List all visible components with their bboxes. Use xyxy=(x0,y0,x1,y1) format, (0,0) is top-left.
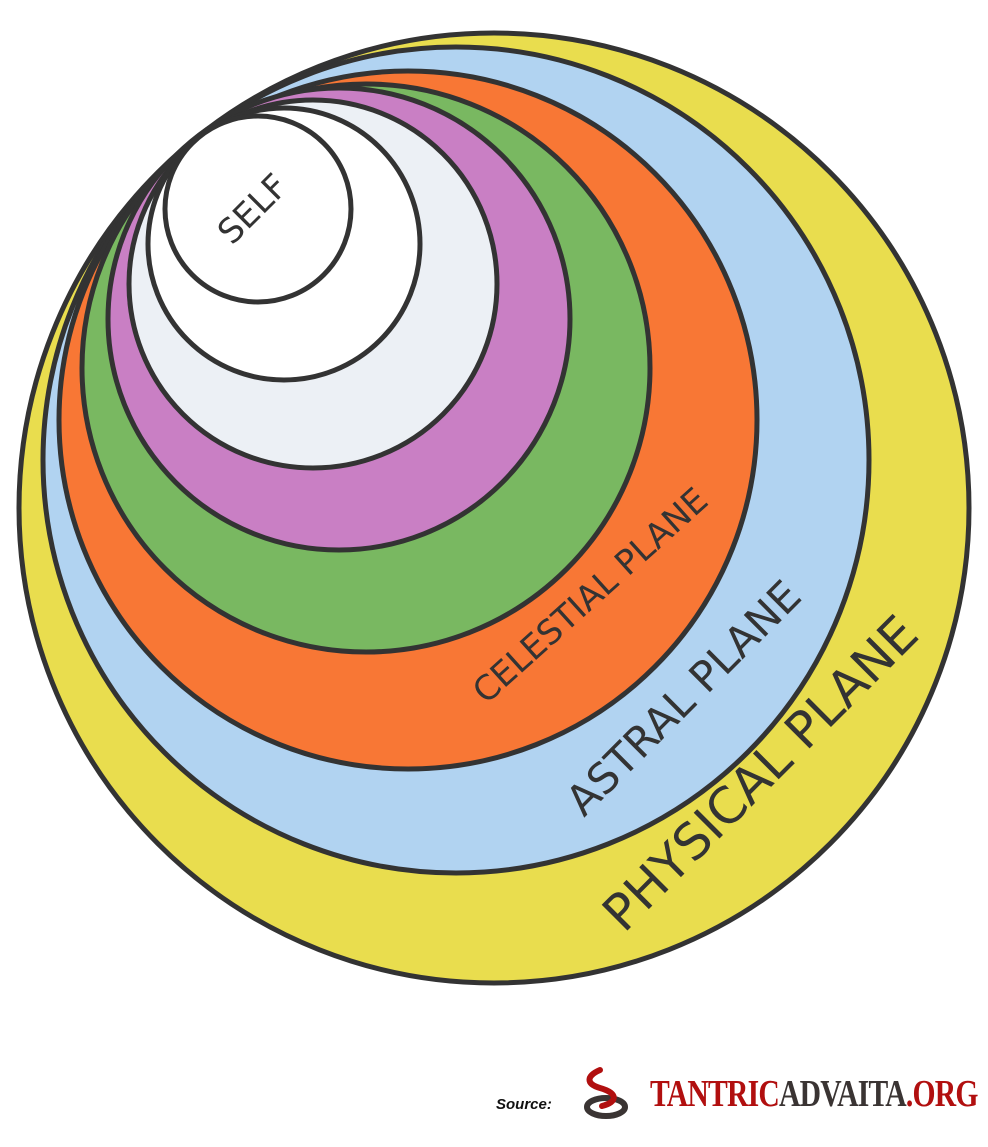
brand-part-org: .ORG xyxy=(905,1073,979,1115)
logo-icon xyxy=(584,1067,628,1119)
nested-planes-diagram: SELF CELESTIAL PLANE ASTRAL PLANE PHYSIC… xyxy=(16,30,972,986)
brand-part-advaita: ADVAITA xyxy=(779,1073,907,1115)
source-label: Source: xyxy=(496,1096,552,1113)
brand-logo-text: TANTRICADVAITA.ORG xyxy=(650,1072,978,1116)
circle-self xyxy=(162,113,354,305)
brand-part-tantric: TANTRIC xyxy=(650,1073,780,1115)
